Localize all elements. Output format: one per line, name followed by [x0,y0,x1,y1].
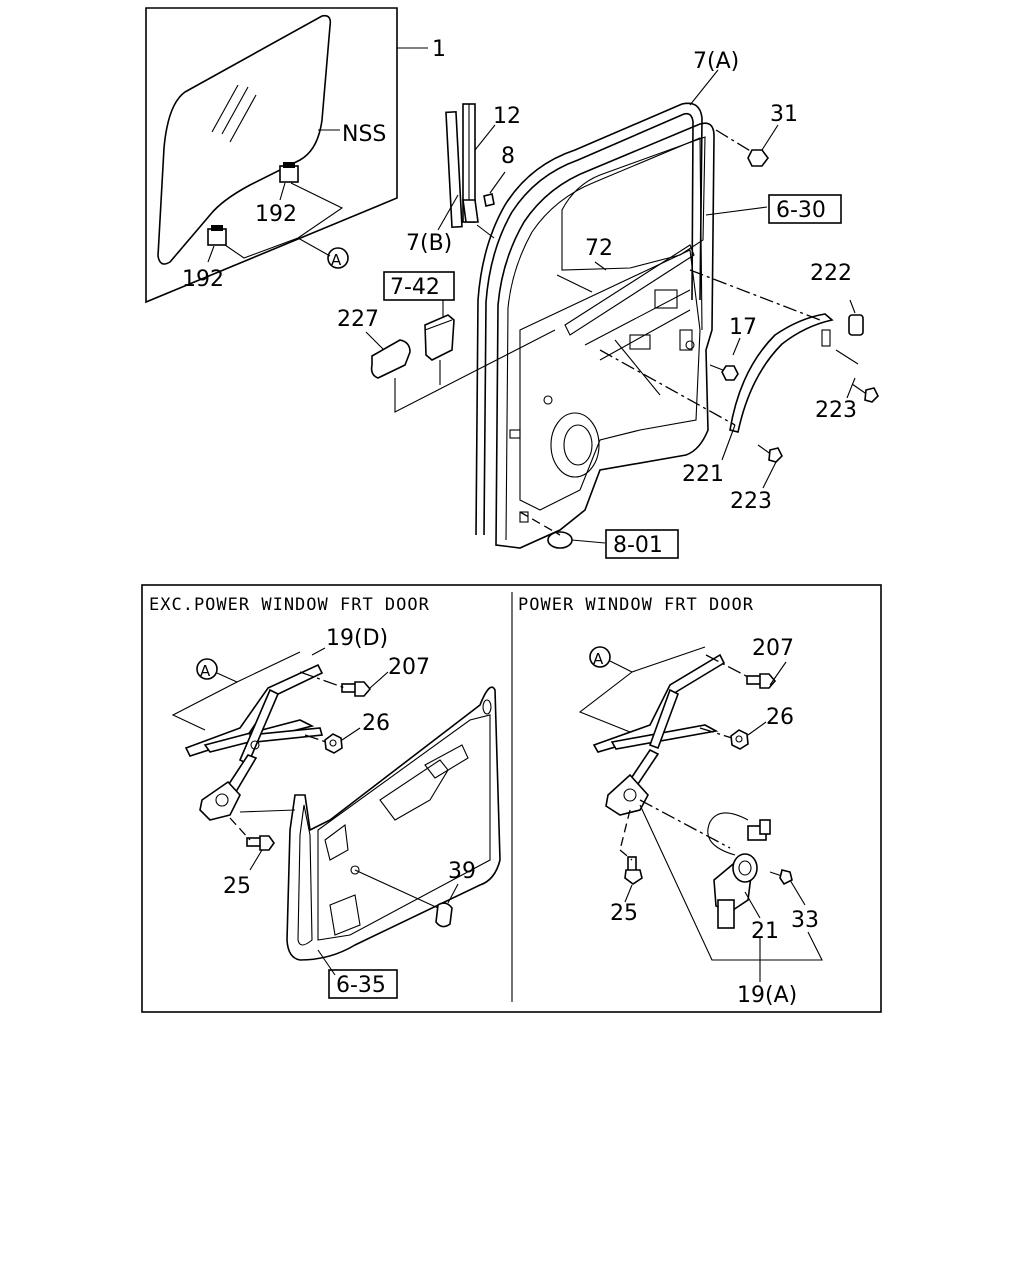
door-frame [495,122,715,549]
callout-part-26-right: 26 [766,705,794,730]
door-assembly: 6-30 7-42 8-01 7(A) 31 12 8 7(B) 72 227 … [337,49,879,559]
callout-part-192-upper: 192 [255,202,297,227]
bolt-207-right-part [746,673,777,689]
sash-221-part [729,313,834,433]
ref-box-8-01: 8-01 [605,529,679,559]
callout-part-21: 21 [751,919,779,944]
svg-text:A: A [200,662,211,680]
svg-text:7-42: 7-42 [390,275,440,300]
speaker-opening [550,412,600,478]
ref-box-6-35: 6-35 [328,969,398,999]
glass-inset-frame [145,7,398,304]
callout-part-39: 39 [448,859,476,884]
bolt-17-part [709,364,739,381]
callout-part-33: 33 [791,908,819,933]
reference-circle-a-top: A [327,247,349,269]
callout-part-207-right: 207 [752,636,794,661]
callout-part-1: 1 [432,37,446,62]
callout-nss: NSS [342,122,386,147]
right-panel-title: POWER WINDOW FRT DOOR [518,595,754,615]
left-panel-title: EXC.POWER WINDOW FRT DOOR [149,595,430,615]
callout-part-72: 72 [585,236,613,261]
regulator-variants-box: EXC.POWER WINDOW FRT DOOR POWER WINDOW F… [141,584,882,1013]
svg-text:A: A [331,251,342,269]
callout-part-12: 12 [493,104,521,129]
screw-223-upper-part [851,383,879,403]
screw-8-part [483,193,495,207]
callout-part-19a: 19(A) [737,983,797,1008]
clip-222-part [848,314,864,336]
callout-part-223-lower: 223 [730,489,772,514]
reference-circle-a-right: A [589,646,611,668]
motor-21-part [707,812,771,929]
callout-part-222: 222 [810,261,852,286]
callout-part-227: 227 [337,307,379,332]
bolt-25-left-part [246,835,275,851]
reference-circle-a-left: A [196,658,218,680]
screw-223-lower-part [757,444,783,463]
clip-39-part [435,902,453,928]
manual-regulator-19d-part [184,663,324,821]
callout-part-26-left: 26 [362,711,390,736]
glass-clip-192-lower [207,225,227,246]
callout-part-31: 31 [770,102,798,127]
door-glass-part [157,14,332,265]
ref-box-7-42: 7-42 [383,271,455,301]
callout-part-25-left: 25 [223,874,251,899]
callout-part-17: 17 [729,315,757,340]
callout-part-8: 8 [501,144,515,169]
callout-part-221: 221 [682,462,724,487]
cap-7-42-part [424,314,455,361]
nut-26-right-part [730,729,749,750]
door-trim-6-35 [286,686,501,961]
callout-part-7a: 7(A) [693,49,739,74]
seal-227-part [370,339,411,379]
power-regulator-19a-part [592,653,726,816]
callout-part-207-left: 207 [388,655,430,680]
callout-part-223-upper: 223 [815,398,857,423]
callout-part-25-right: 25 [610,901,638,926]
svg-text:6-35: 6-35 [336,973,386,998]
bolt-31-part [715,129,769,167]
glass-inset: 1 NSS 192 192 A [145,7,446,304]
callout-part-7b: 7(B) [406,231,452,256]
bolt-25-right-part [624,856,643,885]
svg-text:8-01: 8-01 [613,533,663,558]
screw-33-part [769,869,793,886]
glass-clip-192-upper [279,162,299,183]
bolt-207-left-part [341,681,372,697]
callout-part-19d: 19(D) [326,626,388,651]
door-inner-panel [519,249,701,511]
run-channel-7b-part [445,110,463,229]
callout-part-192-lower: 192 [182,267,224,292]
manual-regulator-panel: A [171,626,501,999]
weatherstrip-7a-part [475,102,703,536]
svg-text:A: A [593,650,604,668]
svg-text:6-30: 6-30 [776,198,826,223]
ref-box-6-30: 6-30 [768,194,842,224]
nut-26-left-part [324,733,343,754]
bottom-frame [141,584,882,1013]
power-regulator-panel: A [578,636,823,1008]
